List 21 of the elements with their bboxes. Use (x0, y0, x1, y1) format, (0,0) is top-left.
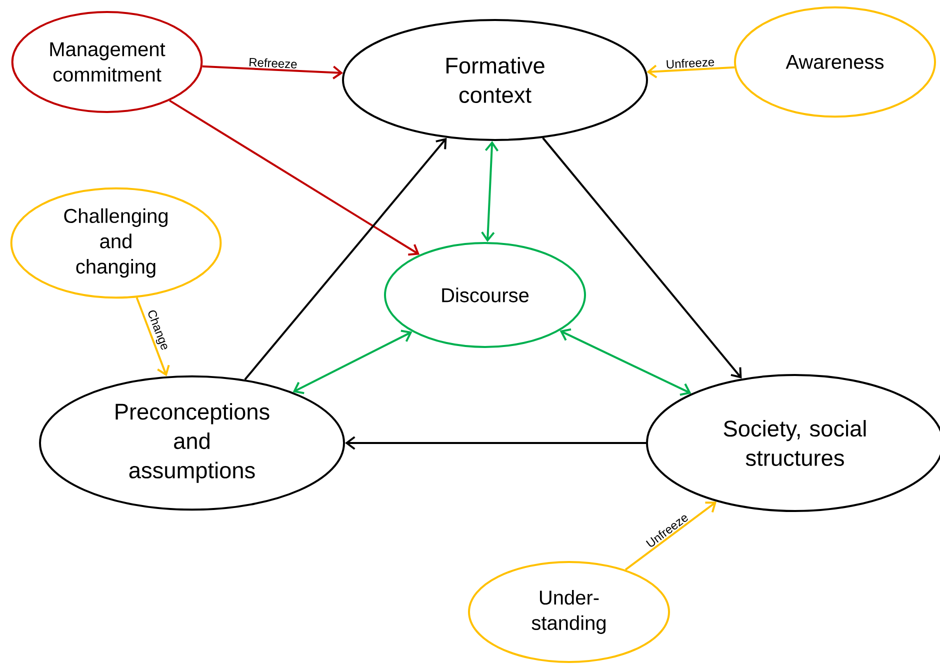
arrow (244, 138, 447, 380)
arrow (542, 137, 742, 379)
ellipse-node: Under- standing (468, 561, 670, 663)
ellipse-node: Formative context (342, 19, 648, 141)
edge-label: Change (148, 310, 168, 350)
ellipse-node: Management commitment (11, 11, 203, 113)
ellipse-node: Challenging and changing (10, 187, 222, 299)
arrow (202, 65, 344, 80)
arrow (136, 297, 170, 376)
arrow (481, 141, 499, 242)
edge-label: Refreeze (249, 58, 297, 68)
arrow (169, 100, 420, 256)
ellipse-node: Awareness (734, 6, 936, 118)
edge-label: Unfreeze (666, 58, 714, 68)
arrow (624, 502, 717, 571)
arrow (292, 330, 412, 394)
ellipse-node: Discourse (384, 242, 586, 348)
arrow (560, 328, 692, 396)
arrow (646, 64, 735, 78)
ellipse-node: Preconceptions and assumptions (39, 375, 345, 511)
arrow (345, 436, 646, 450)
